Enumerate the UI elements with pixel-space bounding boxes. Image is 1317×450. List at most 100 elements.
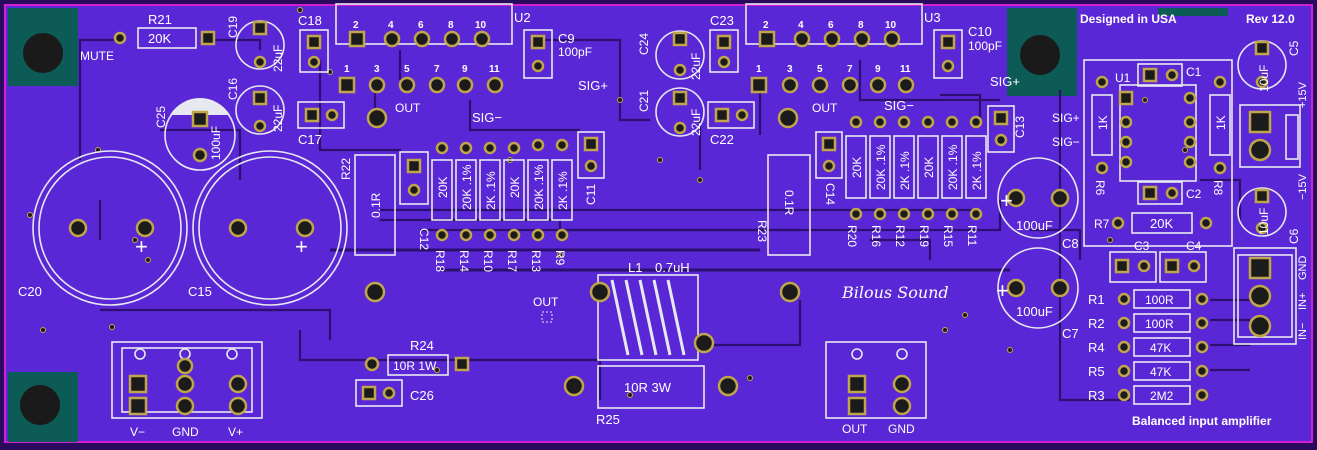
- r25-ref: R25: [596, 412, 620, 427]
- c3-ref: C3: [1134, 239, 1150, 253]
- out-terminal-label: OUT: [842, 422, 868, 436]
- capacitor-c10: C10 100pF: [933, 24, 1002, 79]
- c17-ref: C17: [298, 132, 322, 147]
- r10-value: 2K .1%: [484, 171, 498, 210]
- capacitor-c24: C24 22uF: [637, 30, 705, 80]
- capacitor-c23: C23: [709, 13, 739, 73]
- r9-ref: R9: [553, 250, 567, 266]
- c25-value: 100uF: [209, 126, 223, 160]
- revision-text: Rev 12.0: [1246, 12, 1295, 26]
- u3-ref: U3: [924, 10, 941, 25]
- c4-ref: C4: [1186, 239, 1202, 253]
- c21-value: 22uF: [689, 109, 703, 136]
- c24-value: 22uF: [689, 53, 703, 80]
- l1-value: 0.7uH: [655, 260, 690, 275]
- resistor-bank-left: 20K 20K .1% 2K .1% 20K 20K .1% 2K .1% R1…: [431, 138, 573, 272]
- u3-pin8: 8: [858, 20, 864, 31]
- r2-ref: R2: [1088, 316, 1105, 331]
- mute-label: MUTE: [80, 49, 114, 63]
- gnd-label-power: GND: [172, 425, 199, 439]
- u3-pin3: 3: [787, 64, 793, 75]
- r7-ref: R7: [1094, 217, 1110, 231]
- r13-value: 20K .1%: [532, 164, 546, 210]
- u3-sig-minus: SIG−: [884, 98, 914, 113]
- c20-plus: +: [135, 234, 148, 259]
- r3-value: 2M2: [1150, 389, 1174, 403]
- r8-value: 1K: [1214, 115, 1228, 130]
- capacitor-c25: C25 100uF: [154, 98, 236, 171]
- u3-pin7: 7: [847, 64, 853, 75]
- capacitor-c14: C14: [815, 131, 843, 205]
- c6-value: 10uF: [1257, 208, 1271, 235]
- power-terminal: V− GND V+: [111, 341, 263, 439]
- gnd-input-label: GND: [1297, 256, 1309, 281]
- v-plus-label: V+: [228, 425, 243, 439]
- l1-ref: L1: [628, 260, 642, 275]
- r15-ref: R15: [941, 225, 955, 247]
- r13-ref: R13: [529, 250, 543, 272]
- capacitor-c4: C4: [1159, 239, 1207, 283]
- u3-pin4: 4: [798, 20, 804, 31]
- u3-out-label: OUT: [812, 101, 838, 115]
- r24-ref: R24: [410, 338, 434, 353]
- ic-u2: 2 4 6 8 10 U2 1 3 5 7 9 11 OUT SIG− SIG+: [335, 3, 608, 129]
- ic-u1: U1 C1 C2 1K R6 1K R8 R7 20K: [1083, 59, 1233, 247]
- resistor-r24: R24 10R 1W: [364, 338, 470, 376]
- u3-pin10: 10: [885, 20, 897, 31]
- u2-sig-minus: SIG−: [472, 110, 502, 125]
- capacitor-c18: C18: [298, 13, 329, 73]
- c8-plus: +: [1000, 188, 1013, 213]
- u3-sig-plus: SIG+: [990, 74, 1020, 89]
- r20-ref: R20: [845, 225, 859, 247]
- r6-ref: R6: [1093, 180, 1107, 196]
- c14-ref: C14: [823, 183, 837, 205]
- resistor-r21: R21 20K: [113, 12, 216, 49]
- r17-value: 20K: [508, 177, 522, 198]
- c5-value: 10uF: [1257, 65, 1271, 92]
- c12-ref: C12: [417, 228, 431, 250]
- c18-ref: C18: [298, 13, 322, 28]
- c8-ref: C8: [1062, 236, 1079, 251]
- resistor-bank-right: 20K 20K .1% 2K .1% 20K 20K .1% 2K .1% R2…: [845, 115, 987, 247]
- r1-ref: R1: [1088, 292, 1105, 307]
- r4-value: 47K: [1150, 341, 1171, 355]
- u2-out-label: OUT: [395, 101, 421, 115]
- r12-value: 2K .1%: [898, 151, 912, 190]
- u2-pin5: 5: [404, 64, 410, 75]
- r2-value: 100R: [1145, 317, 1174, 331]
- r20-value: 20K: [850, 157, 864, 178]
- capacitor-c26: C26: [355, 379, 434, 407]
- r7-value: 20K: [1150, 216, 1173, 231]
- capacitor-c7: + 100uF C7: [996, 247, 1079, 341]
- u2-pin1: 1: [344, 64, 350, 75]
- designed-in-text: Designed in USA: [1080, 12, 1177, 26]
- c11-ref: C11: [584, 184, 598, 205]
- r22-value: 0.1R: [369, 192, 383, 218]
- r9-value: 2K .1%: [556, 171, 570, 210]
- capacitor-c6: 10uF C6: [1237, 187, 1301, 244]
- r17-ref: R17: [505, 250, 519, 272]
- board-outline: [4, 4, 1313, 443]
- resistor-r22: 0.1R R22: [339, 154, 396, 303]
- capacitor-c5: 10uF C5: [1237, 40, 1301, 92]
- u2-pin6: 6: [418, 20, 424, 31]
- out-test-label: OUT: [533, 295, 559, 309]
- capacitor-c9: C9 100pF: [523, 29, 592, 79]
- capacitor-c19: C19 22uF: [226, 16, 285, 72]
- r1-value: 100R: [1145, 293, 1174, 307]
- out-test-point: [541, 311, 553, 323]
- c13-ref: C13: [1013, 116, 1027, 138]
- r21-value: 20K: [148, 31, 171, 46]
- r4-ref: R4: [1088, 340, 1105, 355]
- c19-ref: C19: [226, 16, 240, 38]
- u2-pin9: 9: [462, 64, 468, 75]
- r3-ref: R3: [1088, 388, 1105, 403]
- resistor-r23: 0.1R R23: [755, 154, 811, 303]
- input-resistors: R1 100R R2 100R R4 47K R5 47K R3 2M2: [1088, 289, 1209, 405]
- capacitor-c13: C13: [987, 105, 1027, 153]
- r15-value: 20K .1%: [946, 144, 960, 190]
- c20-ref: C20: [18, 284, 42, 299]
- u3-pin6: 6: [828, 20, 834, 31]
- c22-ref: C22: [710, 132, 734, 147]
